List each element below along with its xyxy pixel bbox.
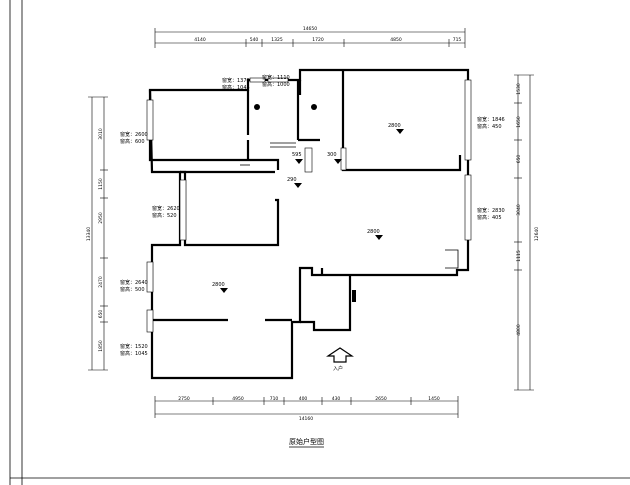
right-dim-1: 1530 [516, 83, 522, 95]
window-4-height: 窗高：600 [120, 138, 145, 145]
window-8-width: 窗宽：1520 [120, 343, 148, 350]
right-dim-2: 1650 [516, 116, 522, 128]
beam-label-1: 595 [292, 152, 302, 158]
right-total-dim: 12640 [534, 227, 540, 241]
bottom-dim-7: 1450 [428, 396, 440, 402]
entry-marker: 入户 [326, 347, 354, 372]
wall-windows [146, 77, 472, 333]
entry-label: 入户 [333, 365, 343, 372]
height-marker-4 [295, 159, 303, 164]
top-dim-1: 4140 [194, 37, 206, 43]
window-5-height: 窗高：520 [152, 212, 177, 219]
window-2-width: 窗宽：1110 [262, 74, 290, 81]
top-total-dim: 14650 [303, 26, 317, 32]
height-label-3: 2800 [212, 282, 225, 288]
bottom-dimension-chain: 2750 4950 710 400 430 2650 1450 14160 [154, 396, 459, 422]
ceiling-height-markers: 2800 2800 2800 595 300 290 [212, 123, 404, 293]
left-dim-6: 1850 [98, 340, 104, 352]
window-6-width: 窗宽：2830 [477, 207, 505, 214]
window-1-height: 窗高：1045 [222, 84, 250, 91]
window-8-height: 窗高：1045 [120, 350, 148, 357]
bottom-dim-1: 2750 [178, 396, 190, 402]
beam-label-3: 290 [287, 177, 297, 183]
entry-arrow-icon [326, 347, 354, 363]
window-2-height: 窗高：1000 [262, 81, 290, 88]
left-dim-2: 1150 [98, 178, 104, 190]
right-dim-6: 4800 [516, 324, 522, 336]
window-5-width: 窗宽：2620 [152, 205, 180, 212]
height-label-2: 2800 [367, 229, 380, 235]
exterior-wall [148, 68, 470, 380]
right-dim-4: 3040 [516, 204, 522, 216]
left-dim-3: 2950 [98, 212, 104, 224]
top-dim-6: 715 [453, 37, 462, 43]
height-marker-3 [220, 288, 228, 293]
drawing-title: 原始户型图 [289, 437, 324, 446]
right-dim-3: 650 [516, 155, 522, 164]
height-marker-6 [294, 183, 302, 188]
beam-label-2: 300 [327, 152, 337, 158]
height-marker-2 [375, 235, 383, 240]
left-total-dim: 13340 [86, 227, 92, 241]
top-dim-3: 1325 [271, 37, 283, 43]
height-marker-1 [396, 129, 404, 134]
bottom-dim-2: 4950 [232, 396, 244, 402]
left-dim-1: 3010 [98, 128, 104, 140]
right-dim-5: 1115 [516, 250, 522, 262]
window-7-height: 窗高：500 [120, 286, 145, 293]
height-label-1: 2800 [388, 123, 401, 129]
window-3-width: 窗宽：1846 [477, 116, 505, 123]
top-dim-2: 540 [250, 37, 259, 43]
window-6-height: 窗高：405 [477, 214, 502, 221]
bottom-dim-6: 2650 [375, 396, 387, 402]
bottom-dim-4: 400 [299, 396, 308, 402]
window-4-width: 窗宽：2600 [120, 131, 148, 138]
left-dim-5: 650 [98, 310, 104, 319]
bottom-dim-3: 710 [270, 396, 279, 402]
height-marker-5 [334, 159, 342, 164]
bottom-total-dim: 14160 [299, 416, 313, 422]
window-3-height: 窗高：450 [477, 123, 502, 130]
top-dim-4: 1720 [312, 37, 324, 43]
window-1-width: 窗宽：1370 [222, 77, 250, 84]
right-dimension-chain: 1530 1650 650 3040 1115 4800 12640 [514, 74, 540, 391]
top-dimension-chain: 14650 4140 540 1325 1720 4850 715 [154, 26, 466, 48]
window-7-width: 窗宽：2640 [120, 279, 148, 286]
left-dim-4: 2470 [98, 276, 104, 288]
top-dim-5: 4850 [390, 37, 402, 43]
left-dimension-chain: 3010 1150 2950 2470 650 1850 13340 [86, 96, 108, 371]
bottom-dim-5: 430 [332, 396, 341, 402]
door-marks [240, 104, 356, 302]
window-annotations: 窗宽：1370 窗高：1045 窗宽：1110 窗高：1000 窗宽：1846 … [120, 74, 505, 357]
interior-walls [148, 70, 462, 332]
